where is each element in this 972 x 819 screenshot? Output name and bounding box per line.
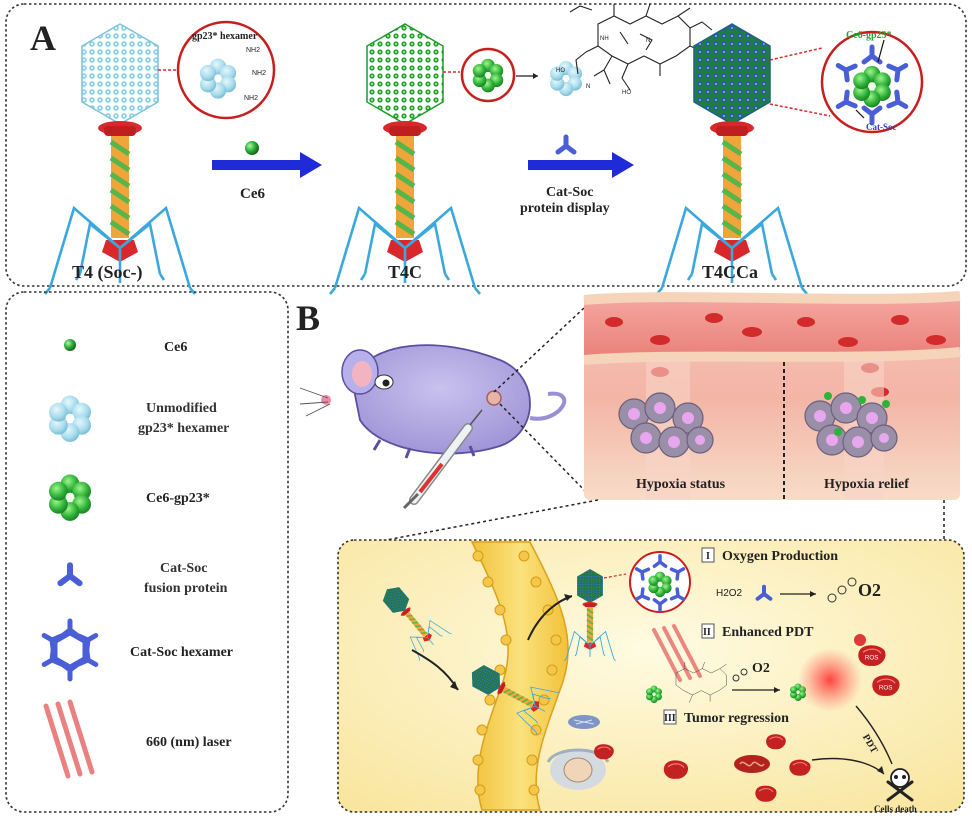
svg-text:Ce6-gp23*: Ce6-gp23* <box>846 30 892 41</box>
step-enhanced-pdt: II Enhanced PDT O2 ROS ROS <box>646 623 901 712</box>
phage-t4cca <box>657 23 807 294</box>
panel-a-label: A <box>30 18 56 58</box>
cell-membrane <box>470 541 569 811</box>
legend-item-cat-soc-hexamer: Cat-Soc hexamer <box>40 621 233 679</box>
svg-text:I: I <box>706 551 710 562</box>
svg-text:O2: O2 <box>752 661 770 676</box>
svg-text:Oxygen Production: Oxygen Production <box>722 549 838 564</box>
step-tumor-regression: III Tumor regression PDT <box>546 705 893 803</box>
svg-text:gp23* hexamer: gp23* hexamer <box>192 31 258 42</box>
panel-b-label: B <box>296 298 320 338</box>
ce6-gp23-callout: N HO NH N HO <box>443 3 713 103</box>
zoom-line-cell-left <box>343 499 599 549</box>
arrow-ce6-conjugation: Ce6 <box>212 141 322 202</box>
svg-text:Ce6: Ce6 <box>164 340 187 355</box>
phage1-label: T4 (Soc-) <box>72 262 143 283</box>
svg-text:II: II <box>703 627 711 638</box>
tumor-tissue-illustration: Hypoxia status Hypoxia relief <box>583 291 961 500</box>
svg-text:fusion protein: fusion protein <box>144 581 228 596</box>
legend-item-ce6-gp23: Ce6-gp23* <box>48 474 210 521</box>
svg-text:Ce6-gp23*: Ce6-gp23* <box>146 491 210 506</box>
zoom-line-top <box>493 307 585 393</box>
svg-text:ROS: ROS <box>879 685 893 692</box>
phage-internalized <box>527 551 691 662</box>
svg-text:HO: HO <box>622 90 631 96</box>
svg-text:Tumor regression: Tumor regression <box>684 711 789 726</box>
svg-text:NH2: NH2 <box>252 70 266 77</box>
legend-item-laser: 660 (nm) laser <box>43 699 232 779</box>
svg-text:NH2: NH2 <box>246 47 260 54</box>
svg-text:N: N <box>586 84 590 90</box>
svg-text:protein display: protein display <box>520 201 610 216</box>
hypoxia-status-label: Hypoxia status <box>636 477 726 492</box>
svg-text:O2: O2 <box>858 580 881 600</box>
laser-beams <box>652 624 702 682</box>
svg-text:HO: HO <box>556 68 565 74</box>
phage3-label: T4CCa <box>702 262 758 282</box>
phage-t4c <box>330 23 480 294</box>
svg-text:Enhanced PDT: Enhanced PDT <box>722 625 814 640</box>
svg-text:gp23* hexamer: gp23* hexamer <box>138 421 229 436</box>
hypoxia-relief-label: Hypoxia relief <box>824 477 909 492</box>
phage-docking <box>471 665 561 736</box>
svg-text:Cat-Soc: Cat-Soc <box>160 561 207 576</box>
skull-icon <box>886 768 914 802</box>
cat-soc-hexamer-callout: Ce6-gp23* Cat-Soc <box>769 30 924 134</box>
panel-a-frame <box>5 3 967 287</box>
svg-text:H2O2: H2O2 <box>716 588 743 599</box>
svg-text:ROS: ROS <box>865 655 879 662</box>
svg-text:Cat-Soc: Cat-Soc <box>866 122 897 132</box>
cells-death-label: Cells death <box>874 804 917 814</box>
svg-text:Unmodified: Unmodified <box>146 401 217 416</box>
svg-text:NH2: NH2 <box>244 95 258 102</box>
svg-text:Cat-Soc: Cat-Soc <box>546 185 593 200</box>
svg-text:660 (nm) laser: 660 (nm) laser <box>146 735 232 750</box>
legend-frame <box>5 291 289 813</box>
svg-text:III: III <box>664 713 676 724</box>
step-oxygen-production: I Oxygen Production H2O2 O2 <box>701 547 881 603</box>
svg-text:NH: NH <box>600 36 609 42</box>
gp23-hexamer-callout: gp23* hexamer NH2 NH2 NH2 <box>158 20 276 120</box>
mouse-illustration <box>299 344 567 459</box>
legend-item-unmodified-hexamer: Unmodified gp23* hexamer <box>48 395 229 442</box>
svg-text:Ce6: Ce6 <box>240 186 265 202</box>
legend-item-ce6: Ce6 <box>64 339 187 355</box>
svg-text:Cat-Soc hexamer: Cat-Soc hexamer <box>130 645 233 660</box>
syringe <box>402 409 483 510</box>
svg-text:N: N <box>646 38 650 44</box>
phage-t4-soc-minus <box>45 23 195 294</box>
arrow-cat-soc-display: Cat-Soc protein display <box>520 137 634 216</box>
phage2-label: T4C <box>388 262 422 282</box>
legend-item-cat-soc-fusion: Cat-Soc fusion protein <box>60 561 228 596</box>
phage-approaching <box>382 587 459 691</box>
